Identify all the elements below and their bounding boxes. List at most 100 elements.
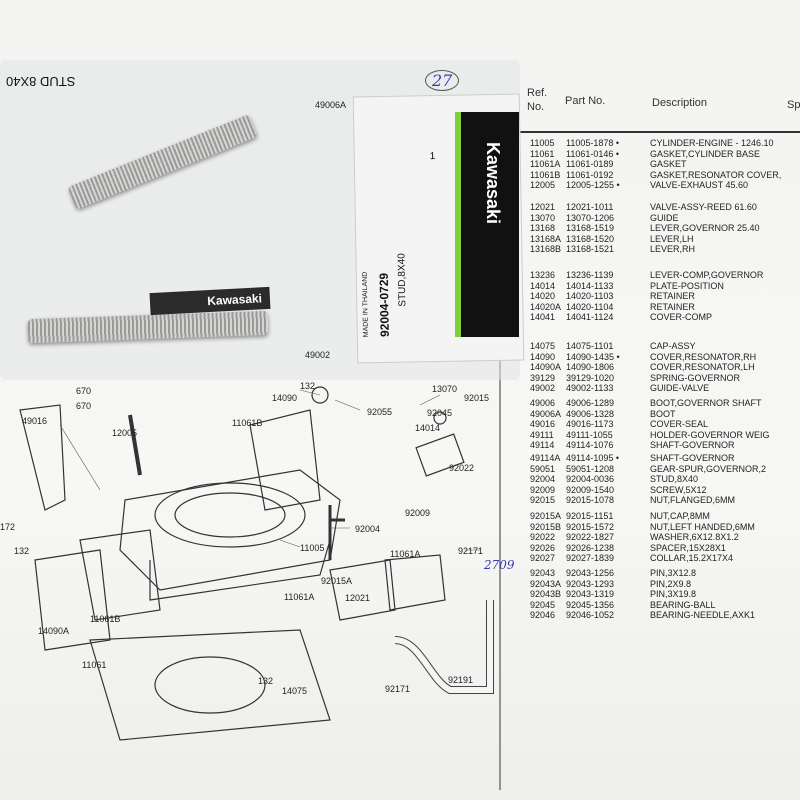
- ref-cell: 92015B: [530, 521, 562, 532]
- callout-label: 14075: [282, 686, 308, 696]
- part-no-cell: 14020-1103: [566, 291, 614, 302]
- ref-cell: 92009: [530, 484, 556, 495]
- callout-label: 92015A: [321, 576, 353, 586]
- part-no-cell: 39129-1020: [566, 372, 615, 383]
- ref-cell: 49002: [530, 383, 556, 394]
- part-no-cell: 11061-0146 •: [566, 148, 620, 159]
- ref-cell: 49114: [530, 440, 555, 451]
- part-no-cell: 92027-1839: [566, 553, 615, 564]
- description-cell: BEARING-BALL: [650, 599, 716, 610]
- callout-label: 14090A: [38, 626, 70, 636]
- part-no-cell: 92015-1151: [566, 511, 614, 521]
- part-no-cell: 49006-1289: [566, 398, 615, 408]
- description-cell: BEARING-NEEDLE,AXK1: [650, 610, 756, 621]
- callout-label: 11061A: [390, 549, 421, 559]
- ref-cell: 92015: [530, 495, 556, 506]
- callout-label: 14014: [415, 423, 441, 433]
- description-cell: COVER,RESONATOR,RH: [650, 351, 757, 362]
- ref-cell: 92022: [530, 532, 556, 543]
- description-cell: SPRING-GOVERNOR: [650, 372, 741, 383]
- description-cell: COVER-COMP: [650, 312, 713, 323]
- ref-cell: 92043: [530, 568, 556, 578]
- callout-label: 11061B: [90, 614, 121, 624]
- description-cell: COLLAR,15.2X17X4: [650, 553, 734, 564]
- part-no-cell: 14090-1435 •: [566, 351, 620, 362]
- ref-cell: 12005: [530, 180, 556, 191]
- callout-label: 92045: [427, 408, 453, 418]
- ref-cell: 13168B: [530, 244, 562, 255]
- description-cell: LEVER,GOVERNOR 25.40: [650, 223, 760, 234]
- description-cell: CAP-ASSY: [650, 341, 696, 351]
- package-description: STUD,8X40: [396, 253, 409, 307]
- part-no-cell: 13168-1520: [566, 233, 615, 244]
- callout-label: 132: [14, 546, 30, 556]
- description-cell: GEAR-SPUR,GOVERNOR,2: [650, 463, 767, 474]
- part-no-cell: 92043-1319: [566, 589, 615, 600]
- callout-label: 92015: [464, 393, 490, 403]
- ref-cell: 14020: [530, 291, 556, 302]
- description-cell: CYLINDER-ENGINE - 1246.10: [650, 138, 774, 148]
- part-no-cell: 49111-1055: [566, 429, 613, 440]
- description-cell: BOOT,GOVERNOR SHAFT: [650, 398, 762, 408]
- description-cell: SPACER,15X28X1: [650, 542, 726, 553]
- kawasaki-brand-strip: Kawasaki: [455, 112, 519, 337]
- description-cell: GUIDE: [650, 212, 679, 223]
- part-no-cell: 12005-1255 •: [566, 180, 620, 191]
- ref-cell: 49114A: [530, 453, 561, 463]
- part-no-cell: 92022-1827: [566, 532, 615, 543]
- ref-cell: 13168: [530, 223, 556, 234]
- callout-label: 132: [300, 381, 316, 391]
- description-cell: HOLDER-GOVERNOR WEIG: [650, 429, 770, 440]
- description-cell: SHAFT-GOVERNOR: [650, 453, 735, 463]
- part-no-cell: 13168-1519: [566, 223, 615, 234]
- description-cell: PIN,3X19.8: [650, 589, 697, 600]
- part-no-cell: 13168-1521: [566, 244, 615, 255]
- bag-top-label: STUD 8X40: [6, 74, 76, 89]
- description-cell: NUT,FLANGED,6MM: [650, 495, 736, 506]
- callout-label: 670: [76, 401, 92, 411]
- callout-label: 92171: [458, 546, 484, 556]
- description-cell: GASKET,RESONATOR COVER,: [650, 169, 782, 180]
- description-cell: RETAINER: [650, 291, 695, 302]
- callout-label: 92191: [448, 675, 474, 685]
- callout-label: 92004: [355, 524, 381, 534]
- ref-cell: 92015A: [530, 511, 562, 521]
- callout-label: 49016: [22, 416, 48, 426]
- ref-cell: 13168A: [530, 233, 562, 244]
- ref-cell: 13070: [530, 212, 556, 223]
- ref-cell: 49006: [530, 398, 556, 408]
- ref-cell: 11005: [530, 138, 555, 148]
- part-no-cell: 13236-1139: [566, 270, 614, 280]
- callout-label: 11005: [300, 543, 325, 553]
- ref-cell: 12021: [530, 202, 556, 212]
- ref-cell: 14041: [530, 312, 556, 323]
- description-cell: SCREW,5X12: [650, 484, 707, 495]
- description-cell: LEVER,LH: [650, 233, 694, 244]
- callout-label: 49006A: [315, 100, 347, 110]
- col-part-header: Part No.: [565, 95, 606, 107]
- description-cell: GUIDE-VALVE: [650, 383, 710, 394]
- ref-cell: 13236: [530, 270, 556, 280]
- description-cell: PLATE-POSITION: [650, 280, 724, 291]
- description-cell: BOOT: [650, 408, 676, 419]
- part-no-cell: 13070-1206: [566, 212, 615, 223]
- handwritten-page-number: 27: [425, 70, 460, 91]
- ref-cell: 92045: [530, 599, 556, 610]
- part-no-cell: 11061-0192: [566, 169, 614, 180]
- description-cell: NUT,CAP,8MM: [650, 511, 710, 521]
- ref-cell: 92026: [530, 542, 556, 553]
- description-cell: VALVE-EXHAUST 45.60: [650, 180, 749, 191]
- ref-cell: 11061B: [530, 169, 561, 180]
- description-cell: SHAFT-GOVERNOR: [650, 440, 735, 451]
- part-no-cell: 92046-1052: [566, 610, 615, 621]
- ref-cell: 49016: [530, 419, 556, 430]
- callout-label: 132: [258, 676, 274, 686]
- brand-text: Kawasaki: [206, 291, 263, 309]
- brand-logo: Kawasaki: [483, 142, 503, 225]
- part-no-cell: 49002-1133: [566, 383, 614, 394]
- ref-cell: 59051: [530, 463, 556, 474]
- gasket-outline: [249, 409, 321, 511]
- callout-label: 11061: [82, 660, 107, 670]
